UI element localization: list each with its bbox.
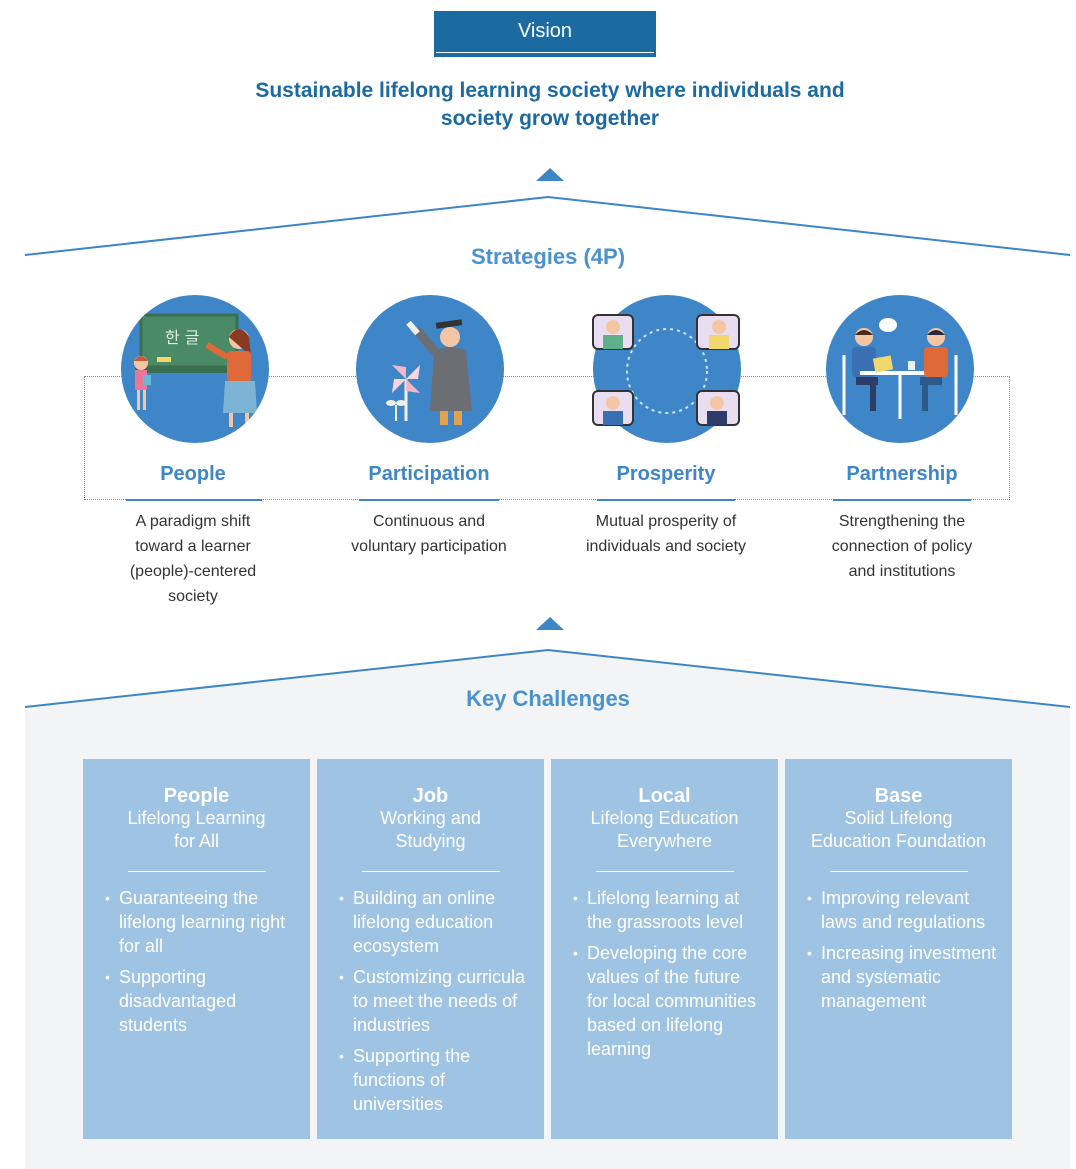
- card-title: Local: [638, 785, 691, 807]
- strategy-name-participation: Participation: [368, 463, 490, 485]
- card-divider: [829, 871, 968, 872]
- card-subtitle: Working and: [380, 808, 481, 828]
- desc-line: (people)-centered: [129, 563, 257, 580]
- card-subtitle: Education Foundation: [810, 831, 987, 851]
- bullet-item: Supporting the functions of universities: [339, 1044, 532, 1116]
- desc-line: Continuous and: [372, 513, 486, 530]
- prosperity-illustration: [589, 295, 749, 443]
- challenges-title: Key Challenges: [466, 686, 630, 711]
- strategy-rule: [126, 499, 262, 501]
- card-divider: [595, 871, 734, 872]
- desc-line: connection of policy: [831, 538, 973, 555]
- desc-line: Strengthening the: [838, 513, 966, 530]
- card-bullets: Building an online lifelong education ec…: [317, 886, 544, 1116]
- strategy-desc-participation: Continuous and voluntary participation: [319, 509, 539, 559]
- participation-illustration: [356, 295, 504, 443]
- card-subtitle: Everywhere: [616, 831, 713, 851]
- vision-underline: [436, 52, 654, 53]
- arrow-up-icon: [536, 168, 564, 181]
- desc-line: Mutual prosperity of: [595, 513, 737, 530]
- vision-label: Vision: [434, 11, 656, 57]
- card-title: People: [163, 785, 230, 807]
- vision-line-2: society grow together: [440, 107, 660, 130]
- challenge-card-local: Local Lifelong Education Everywhere Life…: [551, 759, 778, 1139]
- card-divider: [127, 871, 266, 872]
- desc-line: individuals and society: [585, 538, 747, 555]
- challenge-card-job: Job Working and Studying Building an onl…: [317, 759, 544, 1139]
- bullet-item: Improving relevant laws and regulations: [807, 886, 1000, 934]
- bullet-item: Building an online lifelong education ec…: [339, 886, 532, 958]
- card-title: Base: [874, 785, 923, 807]
- card-subtitle: Solid Lifelong: [844, 808, 953, 828]
- card-bullets: Improving relevant laws and regulations …: [785, 886, 1012, 1013]
- bullet-item: Supporting disadvantaged students: [105, 965, 298, 1037]
- partnership-illustration: [826, 295, 974, 443]
- arrow-up-icon: [536, 617, 564, 630]
- card-subtitle: Lifelong Education: [590, 808, 739, 828]
- strategies-title: Strategies (4P): [470, 244, 626, 269]
- vision-statement: Sustainable lifelong learning society wh…: [180, 77, 920, 133]
- desc-line: toward a learner: [135, 538, 251, 555]
- strategy-desc-partnership: Strengthening the connection of policy a…: [792, 509, 1012, 584]
- strategy-desc-prosperity: Mutual prosperity of individuals and soc…: [556, 509, 776, 559]
- bullet-item: Guaranteeing the lifelong learning right…: [105, 886, 298, 958]
- strategy-rule: [597, 499, 735, 501]
- desc-line: A paradigm shift: [135, 513, 251, 530]
- desc-line: voluntary participation: [351, 538, 507, 555]
- bullet-item: Customizing curricula to meet the needs …: [339, 965, 532, 1037]
- challenge-card-base: Base Solid Lifelong Education Foundation…: [785, 759, 1012, 1139]
- card-subtitle: for All: [173, 831, 220, 851]
- vision-line-1: Sustainable lifelong learning society wh…: [255, 79, 845, 102]
- card-bullets: Lifelong learning at the grassroots leve…: [551, 886, 778, 1061]
- bullet-item: Developing the core values of the future…: [573, 941, 766, 1061]
- bullet-item: Increasing investment and systematic man…: [807, 941, 1000, 1013]
- strategy-name-people: People: [160, 463, 226, 485]
- people-illustration: 한 글: [121, 295, 269, 443]
- board-text: 한 글: [165, 328, 200, 347]
- card-divider: [361, 871, 500, 872]
- vision-label-text: Vision: [517, 20, 573, 42]
- strategy-name-prosperity: Prosperity: [616, 463, 716, 485]
- card-title: Job: [412, 785, 449, 807]
- card-bullets: Guaranteeing the lifelong learning right…: [83, 886, 310, 1037]
- desc-line: society: [168, 588, 218, 605]
- strategy-name-partnership: Partnership: [846, 463, 958, 485]
- strategy-desc-people: A paradigm shift toward a learner (peopl…: [83, 509, 303, 609]
- bullet-item: Lifelong learning at the grassroots leve…: [573, 886, 766, 934]
- strategy-rule: [833, 499, 971, 501]
- challenge-card-people: People Lifelong Learning for All Guarant…: [83, 759, 310, 1139]
- card-subtitle: Lifelong Learning: [127, 808, 266, 828]
- desc-line: and institutions: [848, 563, 956, 580]
- card-subtitle: Studying: [395, 831, 466, 851]
- strategies-dotted-frame: [84, 376, 1010, 500]
- strategy-rule: [359, 499, 499, 501]
